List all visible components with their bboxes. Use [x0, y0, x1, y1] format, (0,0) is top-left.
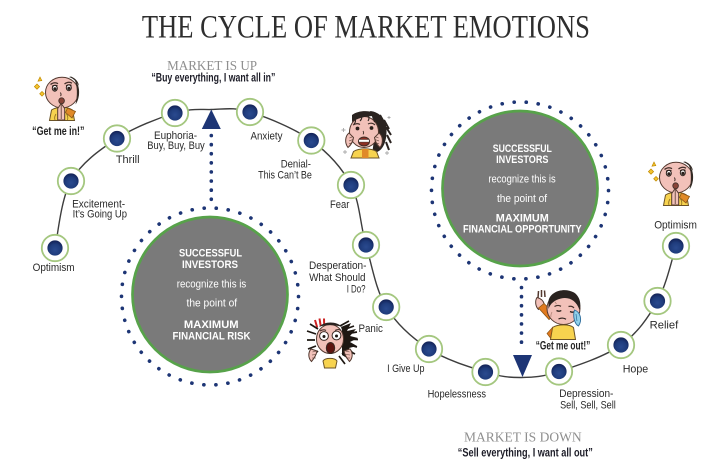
svg-text:FINANCIAL RISK: FINANCIAL RISK — [173, 331, 251, 343]
svg-text:Depression-: Depression- — [559, 388, 613, 400]
svg-text:“Sell everything, I want all o: “Sell everything, I want all out” — [458, 445, 593, 459]
svg-text:recognize this is: recognize this is — [177, 279, 247, 291]
svg-text:Panic: Panic — [359, 323, 384, 335]
svg-text:“Get me in!”: “Get me in!” — [32, 126, 84, 138]
svg-text:THE CYCLE OF MARKET EMOTIONS: THE CYCLE OF MARKET EMOTIONS — [142, 10, 590, 46]
svg-text:SUCCESSFUL: SUCCESSFUL — [493, 143, 552, 155]
svg-text:MARKET IS UP: MARKET IS UP — [167, 58, 257, 73]
svg-text:Optimism: Optimism — [654, 220, 697, 232]
svg-text:Euphoria-: Euphoria- — [154, 130, 197, 142]
svg-text:INVESTORS: INVESTORS — [182, 259, 238, 271]
svg-text:Hope: Hope — [623, 363, 649, 375]
svg-text:Optimism: Optimism — [33, 262, 75, 274]
svg-text:recognize this is: recognize this is — [488, 174, 556, 186]
svg-text:Fear: Fear — [330, 199, 350, 211]
svg-text:MAXIMUM: MAXIMUM — [496, 213, 549, 225]
svg-text:Anxiety: Anxiety — [251, 131, 283, 143]
svg-text:Buy, Buy, Buy: Buy, Buy, Buy — [147, 140, 205, 152]
svg-text:the point of: the point of — [497, 193, 548, 205]
svg-text:I Give Up: I Give Up — [387, 363, 424, 375]
svg-text:This Can’t Be: This Can’t Be — [258, 169, 312, 181]
svg-text:Thrill: Thrill — [116, 154, 140, 166]
svg-text:MAXIMUM: MAXIMUM — [184, 319, 239, 331]
svg-text:Relief: Relief — [650, 320, 680, 332]
svg-text:Denial-: Denial- — [281, 158, 312, 170]
svg-text:It’s Going Up: It’s Going Up — [73, 208, 127, 220]
svg-text:Hopelessness: Hopelessness — [428, 388, 487, 400]
svg-text:SUCCESSFUL: SUCCESSFUL — [179, 248, 242, 260]
svg-text:FINANCIAL OPPORTUNITY: FINANCIAL OPPORTUNITY — [463, 224, 582, 236]
svg-text:“Buy everything, I want all in: “Buy everything, I want all in” — [151, 71, 275, 85]
svg-text:Sell, Sell, Sell: Sell, Sell, Sell — [560, 399, 616, 411]
svg-text:Desperation-: Desperation- — [309, 260, 367, 272]
svg-text:INVESTORS: INVESTORS — [496, 154, 548, 166]
svg-text:What Should: What Should — [309, 272, 365, 284]
svg-text:I Do?: I Do? — [347, 283, 366, 295]
svg-text:“Get me out!”: “Get me out!” — [536, 341, 591, 353]
svg-text:MARKET IS DOWN: MARKET IS DOWN — [464, 429, 582, 444]
svg-text:Excitement-: Excitement- — [72, 199, 125, 211]
svg-text:the point of: the point of — [187, 298, 238, 310]
